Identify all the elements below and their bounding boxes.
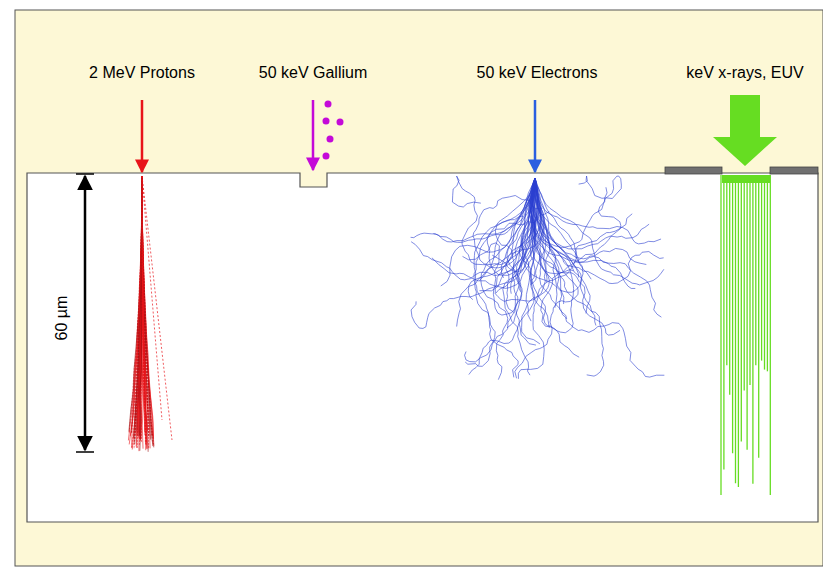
- substrate: [27, 173, 818, 522]
- beam-label: 2 MeV Protons: [89, 64, 195, 82]
- depth-dimension: [76, 174, 94, 452]
- proton-beam-arrow: [141, 100, 144, 172]
- mask-bar: [770, 167, 818, 174]
- background-frame: [15, 10, 823, 566]
- beam-label: keV x-rays, EUV: [686, 64, 803, 82]
- beam-label: 50 keV Gallium: [259, 64, 368, 82]
- proton-tracks: [128, 176, 172, 452]
- gallium-ions: [323, 101, 344, 160]
- beam-label: 50 keV Electrons: [477, 64, 598, 82]
- electron-trajectories: [411, 176, 665, 380]
- xray-beam-arrow: [713, 95, 777, 166]
- mask-bar: [665, 167, 722, 174]
- xray-exposure: [721, 175, 770, 495]
- electron-beam-arrow: [534, 100, 537, 172]
- gallium-beam-arrow: [312, 100, 315, 170]
- dimension-label: 60 µm: [53, 296, 71, 341]
